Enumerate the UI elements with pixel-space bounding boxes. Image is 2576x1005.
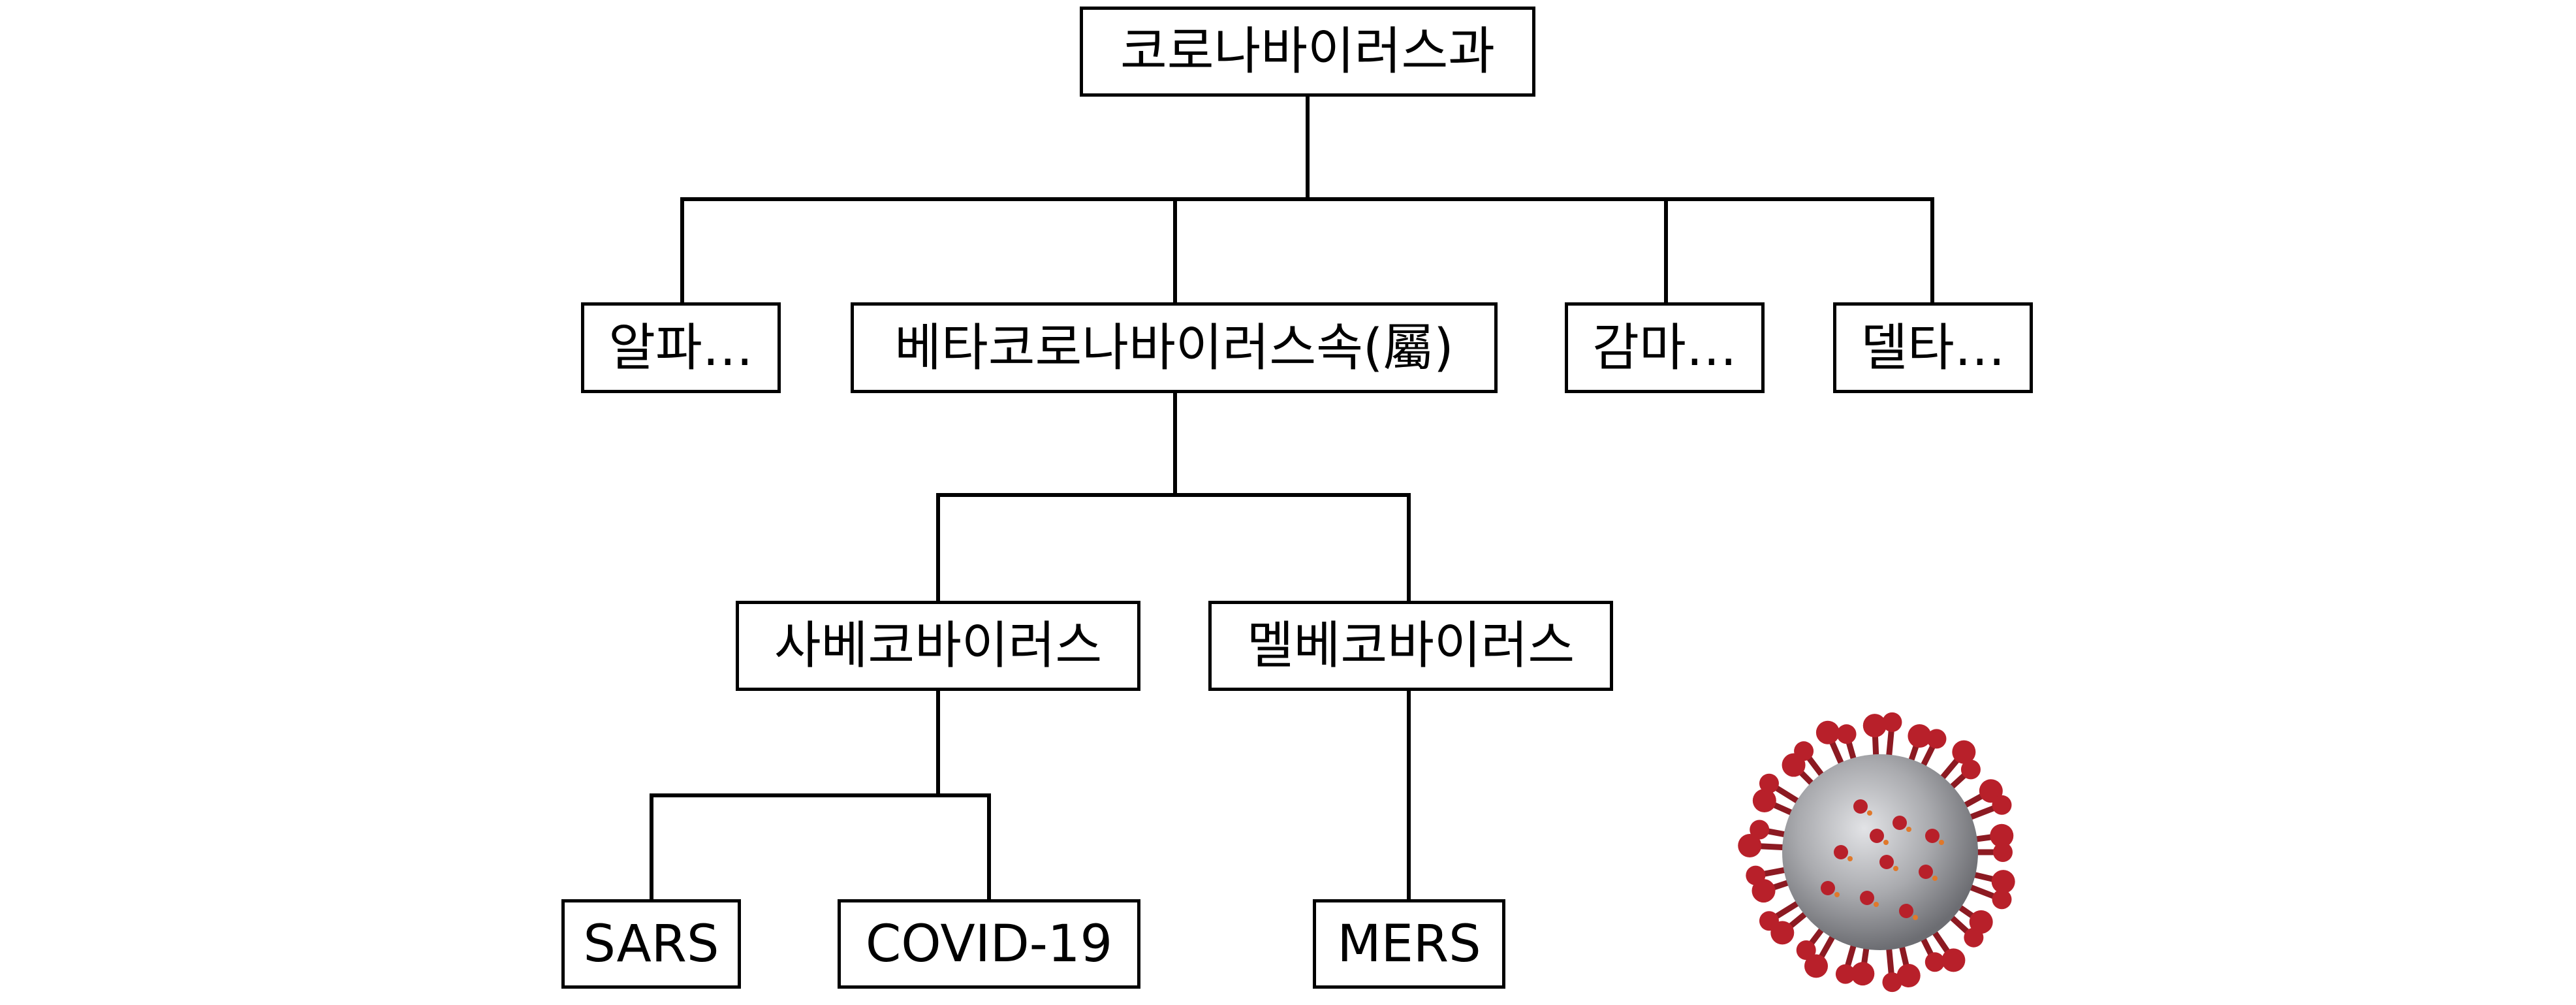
node-alpha: 알파… — [581, 302, 781, 393]
spike-head — [1746, 866, 1765, 885]
node-label: 알파… — [608, 323, 753, 374]
spike-head — [1992, 795, 2011, 815]
node-label: 멜베코바이러스 — [1247, 620, 1575, 671]
node-label: MERS — [1337, 919, 1481, 970]
node-gamma: 감마… — [1565, 302, 1765, 393]
surface-dot — [1834, 892, 1840, 897]
spike-head — [1816, 721, 1840, 744]
surface-dot — [1874, 902, 1879, 907]
coronavirus-illustration-icon — [1736, 709, 2024, 996]
spike-head — [1797, 940, 1816, 960]
spike-head — [1941, 948, 1965, 972]
node-merbecovirus: 멜베코바이러스 — [1208, 601, 1613, 691]
node-mers: MERS — [1313, 899, 1505, 989]
spike-head — [1750, 820, 1769, 839]
node-label: 베타코로나바이러스속(屬) — [894, 323, 1453, 374]
spike-head — [1836, 965, 1855, 984]
node-label: SARS — [583, 919, 719, 970]
node-label: 감마… — [1592, 323, 1737, 374]
surface-spike — [1925, 829, 1940, 843]
surface-dot — [1847, 856, 1853, 861]
surface-spike — [1919, 865, 1933, 879]
spike-head — [1992, 889, 2011, 909]
surface-spike — [1893, 816, 1907, 830]
node-sarbecovirus: 사베코바이러스 — [736, 601, 1140, 691]
surface-spike — [1899, 904, 1913, 918]
surface-dot — [1867, 810, 1872, 816]
spike-head — [1759, 911, 1779, 931]
spike-head — [1759, 774, 1779, 793]
node-coronaviridae: 코로나바이러스과 — [1080, 7, 1535, 97]
surface-spike — [1853, 799, 1868, 814]
spike-head — [1964, 928, 1983, 948]
surface-dot — [1893, 866, 1898, 871]
spike-head — [1925, 952, 1945, 972]
node-label: 사베코바이러스 — [774, 620, 1102, 671]
node-sars: SARS — [561, 899, 741, 989]
surface-dot — [1883, 840, 1889, 845]
spike-head — [1882, 712, 1902, 732]
node-betacoronavirus: 베타코로나바이러스속(屬) — [851, 302, 1498, 393]
spike-head — [1882, 972, 1902, 992]
surface-spike — [1821, 881, 1835, 895]
spike-head — [1926, 729, 1946, 748]
node-label: COVID-19 — [866, 919, 1112, 970]
spike-head — [1961, 759, 1981, 779]
node-covid19: COVID-19 — [838, 899, 1140, 989]
spike-head — [1794, 741, 1814, 761]
surface-dot — [1939, 840, 1944, 845]
node-label: 델타… — [1861, 323, 2005, 374]
surface-spike — [1860, 891, 1874, 905]
surface-dot — [1932, 876, 1938, 881]
spike-head — [1990, 824, 2013, 848]
surface-spike — [1870, 829, 1884, 843]
spike-head — [1837, 724, 1857, 744]
surface-dot — [1913, 915, 1918, 920]
node-delta: 델타… — [1833, 302, 2033, 393]
node-label: 코로나바이러스과 — [1120, 26, 1495, 77]
surface-spike — [1834, 845, 1848, 859]
spike-head — [1863, 714, 1887, 737]
surface-dot — [1906, 827, 1911, 832]
surface-spike — [1879, 855, 1894, 869]
